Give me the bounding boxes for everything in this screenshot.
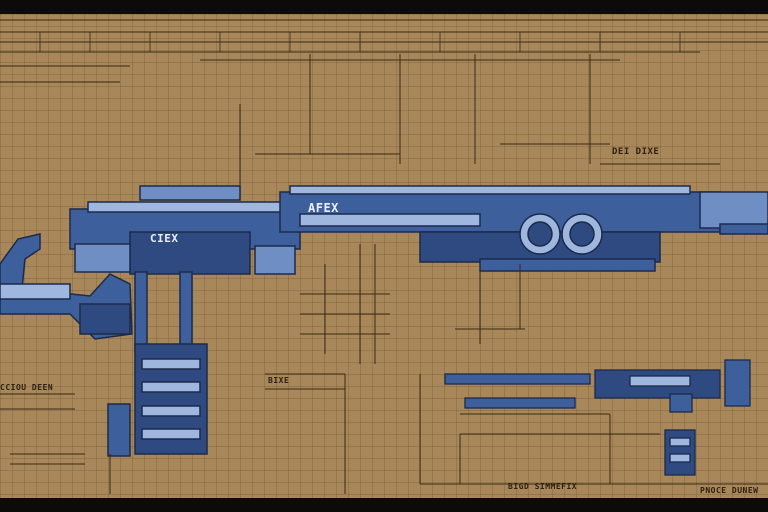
- header-dimension-lines: [0, 19, 768, 194]
- footer-center: BIGD SIMMEFIX: [508, 482, 578, 491]
- rifle-schematic: [0, 185, 768, 457]
- body-marking: AFEX: [308, 201, 339, 215]
- callout-lower: BIXE: [268, 376, 290, 385]
- lower-dimension-lines: [0, 244, 768, 494]
- spec-top-right: DEI DIXE: [612, 147, 660, 157]
- blueprint-sheet: AFEX CIEX DEI DIXE CCIOU DEEN BIXE BIGD …: [0, 14, 768, 498]
- footer-right: PNOCE DUNEW: [700, 486, 759, 495]
- barrel-detail: [444, 359, 751, 413]
- callout-left: CCIOU DEEN: [0, 383, 54, 392]
- header-ticks: [39, 32, 681, 52]
- magazine-detail: [664, 429, 696, 476]
- blueprint-drawing: [0, 19, 768, 494]
- grip-marking: CIEX: [150, 232, 179, 245]
